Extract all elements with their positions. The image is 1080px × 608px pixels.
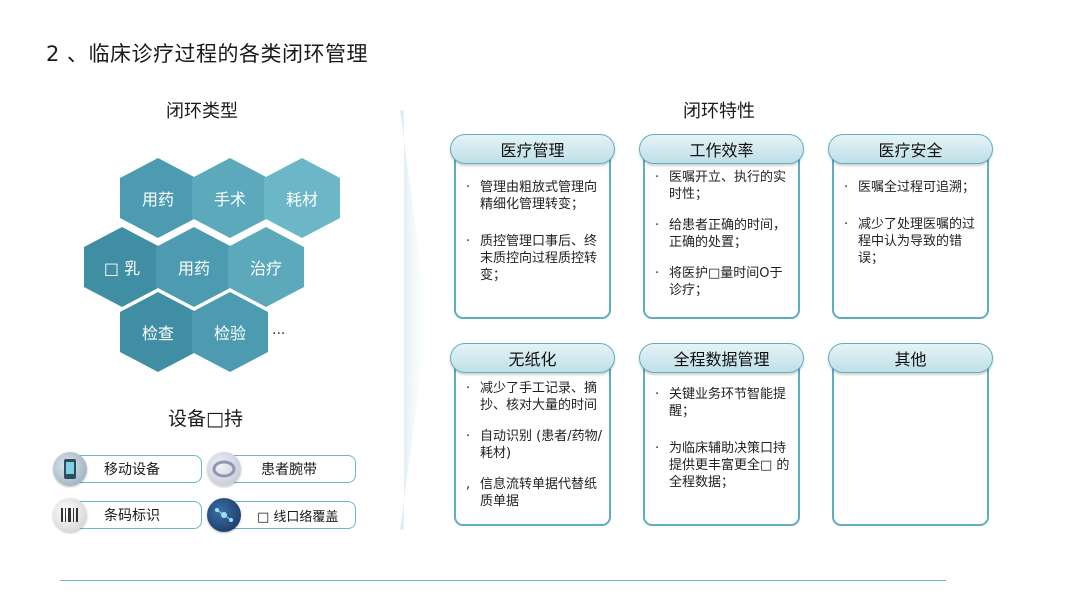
closed-loop-types-heading: 闭环类型 bbox=[166, 97, 238, 123]
device-mobile: 移动设备 bbox=[56, 455, 202, 483]
hex-milk: □ 乳 bbox=[84, 227, 160, 307]
card-work-efficiency: 工作效率 ·医嘱开立、执行的实时性； ·给患者正确的时间，正确的处置； ·将医护… bbox=[643, 139, 800, 319]
card-title: 全程数据管理 bbox=[639, 343, 804, 373]
card-item: 信息流转单据代替纸质单据 bbox=[480, 476, 603, 510]
card-item: 给患者正确的时间，正确的处置； bbox=[669, 217, 792, 251]
hex-consumables: 耗材 bbox=[264, 158, 340, 238]
device-barcode: 条码标识 bbox=[56, 501, 202, 529]
device-label: 移动设备 bbox=[104, 459, 160, 479]
closed-loop-features-heading: 闭环特性 bbox=[683, 97, 755, 123]
card-item: 减少了处理医嘱的过程中认为导致的错误； bbox=[858, 216, 981, 267]
card-title: 医疗管理 bbox=[450, 134, 615, 164]
card-item: 关键业务环节智能提醒； bbox=[669, 386, 792, 420]
card-title: 医疗安全 bbox=[828, 134, 993, 164]
hex-medication-2: 用药 bbox=[156, 227, 232, 307]
hex-treatment: 治疗 bbox=[228, 227, 304, 307]
card-title: 工作效率 bbox=[639, 134, 804, 164]
chevron-divider bbox=[400, 110, 430, 530]
hex-lab-test: 检验 bbox=[192, 292, 268, 372]
card-item: 医嘱全过程可追溯； bbox=[858, 179, 981, 196]
card-item: 质控管理口事后、终末质控向过程质控转变； bbox=[480, 233, 603, 284]
card-medical-safety: 医疗安全 ·医嘱全过程可追溯； ·减少了处理医嘱的过程中认为导致的错误； bbox=[832, 139, 989, 319]
hex-surgery: 手术 bbox=[192, 158, 268, 238]
card-item: 为临床辅助决策口持提供更丰富更全□ 的全程数据； bbox=[669, 440, 792, 491]
card-title: 无纸化 bbox=[450, 343, 615, 373]
card-item: 管理由粗放式管理向精细化管理转变； bbox=[480, 179, 603, 213]
page-title: 2 、临床诊疗过程的各类闭环管理 bbox=[46, 38, 368, 68]
device-label: 条码标识 bbox=[104, 505, 160, 525]
device-wireless-network: □ 线口络覆盖 bbox=[210, 501, 356, 529]
card-other: 其他 bbox=[832, 348, 989, 526]
wristband-icon bbox=[207, 452, 241, 486]
card-item: 将医护□量时间O于诊疗； bbox=[669, 265, 792, 299]
hex-ellipsis: ... bbox=[272, 322, 285, 338]
card-title: 其他 bbox=[828, 343, 993, 373]
card-item: 自动识别 (患者/药物/耗材) bbox=[480, 428, 603, 462]
card-full-data-management: 全程数据管理 ·关键业务环节智能提醒； ·为临床辅助决策口持提供更丰富更全□ 的… bbox=[643, 348, 800, 526]
device-wristband: 患者腕带 bbox=[210, 455, 356, 483]
hex-medication: 用药 bbox=[120, 158, 196, 238]
card-item: 医嘱开立、执行的实时性； bbox=[669, 169, 792, 203]
device-label: □ 线口络覆盖 bbox=[257, 506, 338, 525]
card-medical-management: 医疗管理 ·管理由粗放式管理向精细化管理转变； ·质控管理口事后、终末质控向过程… bbox=[454, 139, 611, 319]
mobile-device-icon bbox=[53, 452, 87, 486]
barcode-icon bbox=[53, 498, 87, 532]
network-icon bbox=[207, 498, 241, 532]
bottom-divider bbox=[60, 580, 946, 581]
hex-examination: 检查 bbox=[120, 292, 196, 372]
device-support-heading: 设备□持 bbox=[168, 404, 243, 431]
card-paperless: 无纸化 ·减少了手工记录、摘抄、核对大量的时间 ·自动识别 (患者/药物/耗材)… bbox=[454, 348, 611, 526]
card-item: 减少了手工记录、摘抄、核对大量的时间 bbox=[480, 380, 603, 414]
device-label: 患者腕带 bbox=[261, 459, 317, 479]
